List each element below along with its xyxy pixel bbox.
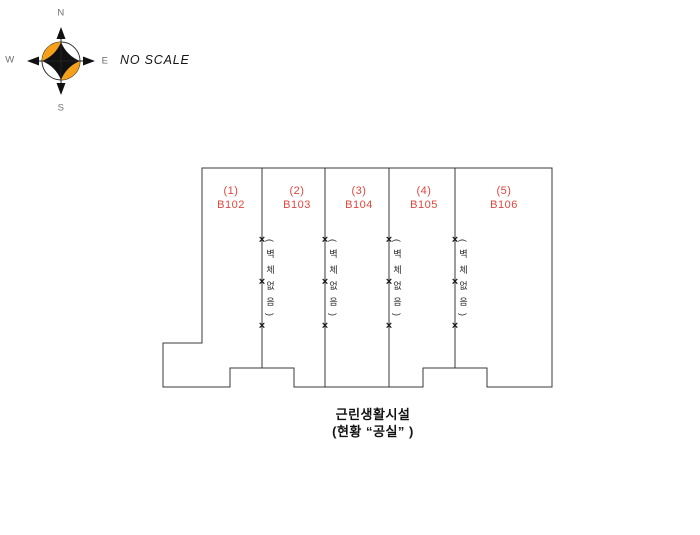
unit-id: B104 — [345, 198, 373, 211]
compass-west-label: W — [5, 54, 15, 66]
wall-removed-note-3: (벽체없음) — [392, 239, 402, 323]
unit-number: (4) — [416, 185, 432, 197]
compass-graphic — [27, 27, 95, 95]
wall-removed-x-mark: × — [451, 320, 459, 333]
unit-label-b106: (5) B106 — [464, 185, 544, 212]
caption-status: (현황 “공실” ) — [332, 424, 414, 439]
unit-id: B105 — [410, 198, 438, 211]
compass-petal-se — [61, 61, 80, 80]
compass-east-label: E — [101, 55, 109, 67]
compass-south-label: S — [57, 102, 65, 114]
unit-number: (3) — [351, 185, 367, 197]
wall-removed-x-mark: × — [258, 320, 266, 333]
wall-removed-x-mark: × — [385, 276, 393, 289]
scale-note: NO SCALE — [120, 53, 190, 67]
wall-removed-x-mark: × — [385, 320, 393, 333]
wall-removed-x-mark: × — [258, 234, 266, 247]
unit-label-b104: (3) B104 — [319, 185, 399, 212]
west-arrow-icon — [27, 56, 39, 66]
wall-removed-x-mark: × — [321, 234, 329, 247]
unit-id: B106 — [490, 198, 518, 211]
wall-removed-note-1: (벽체없음) — [265, 239, 275, 323]
wall-removed-x-mark: × — [451, 276, 459, 289]
wall-removed-note-4: (벽체없음) — [458, 239, 468, 323]
unit-number: (2) — [289, 185, 305, 197]
east-arrow-icon — [83, 56, 95, 66]
unit-number: (5) — [496, 185, 512, 197]
unit-label-b105: (4) B105 — [384, 185, 464, 212]
wall-removed-x-mark: × — [451, 234, 459, 247]
wall-removed-x-mark: × — [258, 276, 266, 289]
unit-label-b102: (1) B102 — [191, 185, 271, 212]
compass-rose: N S E W — [5, 6, 116, 116]
unit-label-b103: (2) B103 — [257, 185, 337, 212]
wall-removed-x-mark: × — [321, 320, 329, 333]
compass-north-label: N — [57, 7, 65, 19]
north-arrow-icon — [56, 27, 66, 39]
compass-petal-nw — [42, 42, 61, 61]
unit-number: (1) — [223, 185, 239, 197]
south-arrow-icon — [56, 83, 66, 95]
plan-caption: 근린생활시설 (현황 “공실” ) — [280, 406, 466, 440]
unit-id: B103 — [283, 198, 311, 211]
caption-facility-type: 근린생활시설 — [335, 407, 411, 422]
plan-outline — [162, 167, 553, 388]
unit-id: B102 — [217, 198, 245, 211]
wall-removed-x-mark: × — [385, 234, 393, 247]
wall-removed-note-2: (벽체없음) — [328, 239, 338, 323]
wall-removed-x-mark: × — [321, 276, 329, 289]
